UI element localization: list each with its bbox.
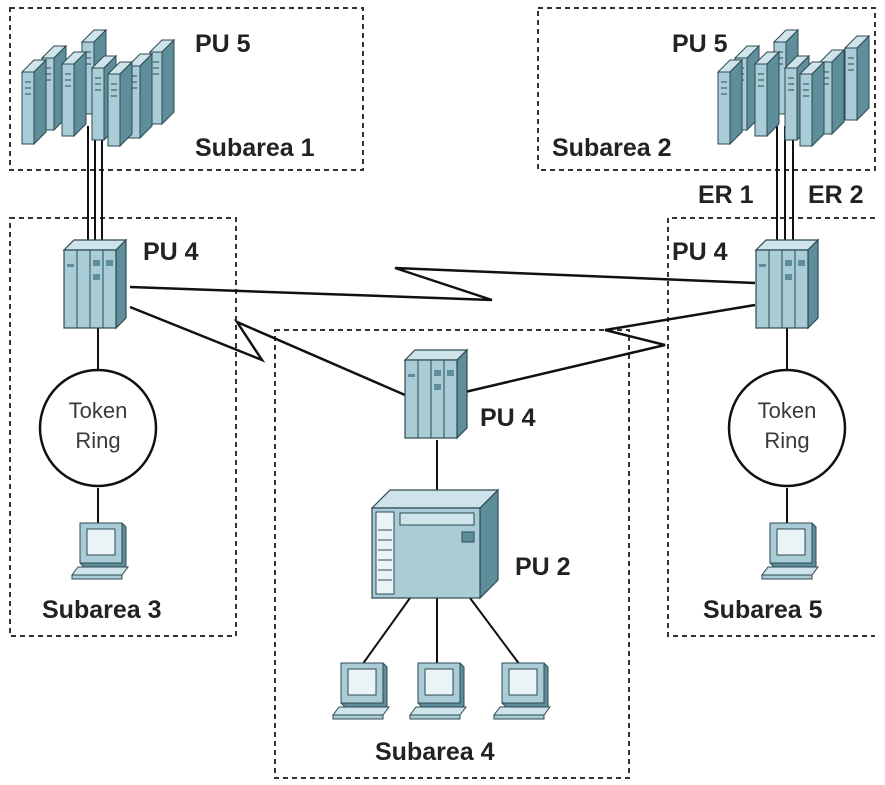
pu4-label-left: PU 4 <box>143 238 199 266</box>
pu4-label-center: PU 4 <box>480 404 536 432</box>
token-ring-right-line1: Token <box>758 398 817 423</box>
channel-link-left <box>87 126 103 245</box>
subarea-2-label: Subarea 2 <box>552 134 672 162</box>
workstation-icon-subarea-5 <box>761 522 819 580</box>
subarea-5-label: Subarea 5 <box>703 596 823 624</box>
token-ring-right: Token Ring <box>727 368 847 488</box>
wan-link-right <box>464 303 756 394</box>
subarea-4-label: Subarea 4 <box>375 738 495 766</box>
link-pu2-pc-left <box>361 597 411 666</box>
pu5-label-right: PU 5 <box>672 30 728 58</box>
pu2-cluster-controller-icon <box>370 488 500 600</box>
subarea-4-box <box>274 329 630 779</box>
link-pu2-pc-right <box>469 597 521 666</box>
mainframe-icon-subarea-2 <box>717 29 870 147</box>
workstation-icon-subarea-4-right <box>493 662 551 720</box>
pu4-controller-icon-center <box>404 349 468 439</box>
subarea-3-box <box>9 217 237 637</box>
wan-link-top <box>129 266 756 302</box>
er1-label: ER 1 <box>698 181 754 209</box>
subarea-3-label: Subarea 3 <box>42 596 162 624</box>
mainframe-icon-subarea-1 <box>21 29 175 147</box>
workstation-icon-subarea-3 <box>71 522 129 580</box>
wan-link-left <box>129 305 406 397</box>
subarea-2-box <box>537 7 876 171</box>
subarea-5-box <box>667 217 875 637</box>
workstation-icon-subarea-4-left <box>332 662 390 720</box>
token-ring-right-line2: Ring <box>764 428 809 453</box>
token-ring-left: Token Ring <box>38 368 158 488</box>
pu5-label-left: PU 5 <box>195 30 251 58</box>
workstation-icon-subarea-4-mid <box>409 662 467 720</box>
pu4-label-right: PU 4 <box>672 238 728 266</box>
channel-link-right <box>776 126 794 245</box>
subarea-1-box <box>9 7 364 171</box>
token-ring-left-line2: Ring <box>75 428 120 453</box>
token-ring-left-line1: Token <box>69 398 128 423</box>
er2-label: ER 2 <box>808 181 864 209</box>
subarea-1-label: Subarea 1 <box>195 134 315 162</box>
pu4-controller-icon-right <box>755 239 819 329</box>
pu4-controller-icon-left <box>63 239 127 329</box>
pu2-label: PU 2 <box>515 553 571 581</box>
